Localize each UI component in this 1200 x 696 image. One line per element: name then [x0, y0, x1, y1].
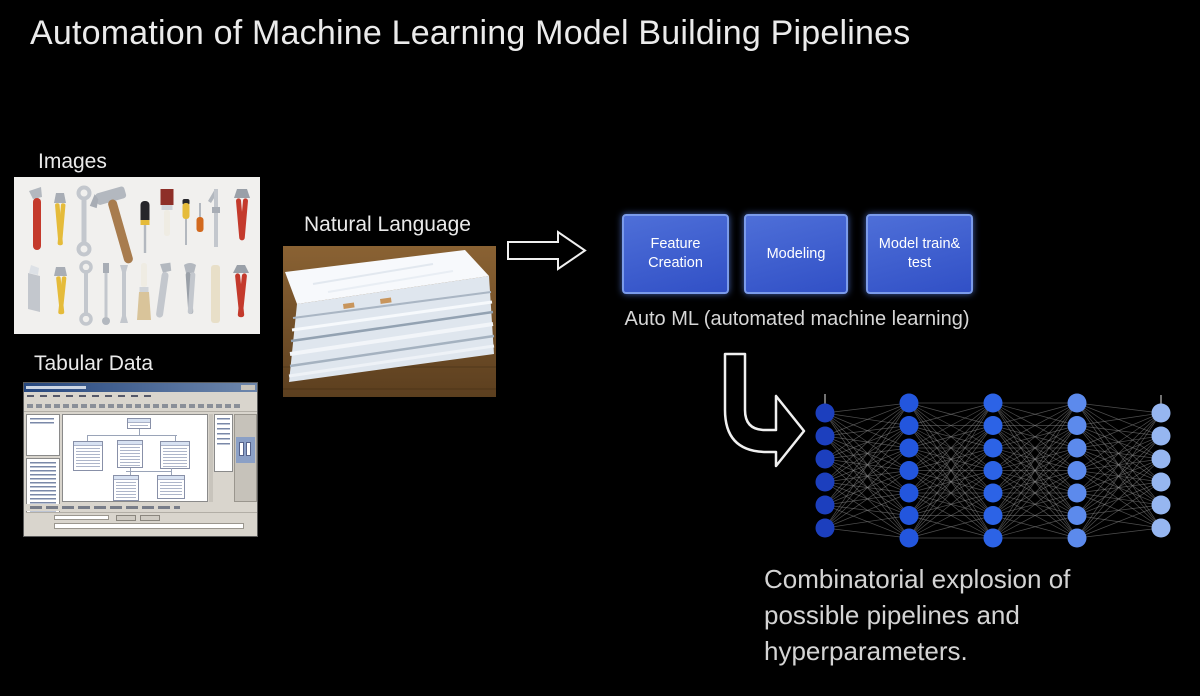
erd-connector-line	[171, 468, 172, 475]
pipeline-box-feature-creation: Feature Creation	[622, 214, 729, 294]
automl-caption: Auto ML (automated machine learning)	[624, 308, 970, 330]
erd-list-panel	[214, 414, 233, 472]
slide-title: Automation of Machine Learning Model Bui…	[30, 14, 911, 52]
erd-connector-line	[175, 435, 176, 441]
erd-entity-box	[127, 418, 151, 429]
erd-properties-panel	[26, 512, 257, 530]
erd-entity-box	[160, 441, 190, 469]
erd-connector-line	[87, 435, 177, 436]
erd-statusbar	[24, 531, 257, 536]
erd-bottom-tabs	[26, 504, 257, 511]
erd-toolbar	[24, 400, 257, 412]
erd-side-panel	[234, 414, 257, 502]
erd-entity-box	[117, 440, 143, 468]
pipeline-box-modeling: Modeling	[744, 214, 848, 294]
tools-photo-image	[14, 177, 260, 334]
bent-arrow-icon	[723, 352, 806, 468]
erd-diagram-canvas	[62, 414, 208, 502]
erd-scrollbar	[209, 414, 213, 502]
erd-connector-line	[87, 435, 88, 441]
erd-menubar	[24, 392, 257, 400]
tabular-data-label: Tabular Data	[34, 352, 154, 375]
erd-connector-line	[126, 471, 171, 472]
natural-language-label: Natural Language	[304, 213, 471, 236]
erd-entity-box	[73, 441, 103, 471]
erd-screenshot-image	[23, 382, 258, 537]
erd-entity-box	[113, 475, 139, 501]
papers-photo-image	[283, 246, 496, 397]
erd-titlebar	[24, 383, 257, 392]
right-arrow-icon	[507, 230, 587, 271]
outcome-text: Combinatorial explosion of possible pipe…	[764, 564, 1071, 666]
pipeline-box-model-train-test: Model train& test	[866, 214, 973, 294]
neural-network-diagram	[815, 393, 1171, 548]
erd-entity-box	[157, 475, 185, 499]
erd-tree-panel-top	[26, 414, 60, 456]
images-label: Images	[38, 150, 107, 173]
erd-connector-line	[139, 429, 140, 436]
